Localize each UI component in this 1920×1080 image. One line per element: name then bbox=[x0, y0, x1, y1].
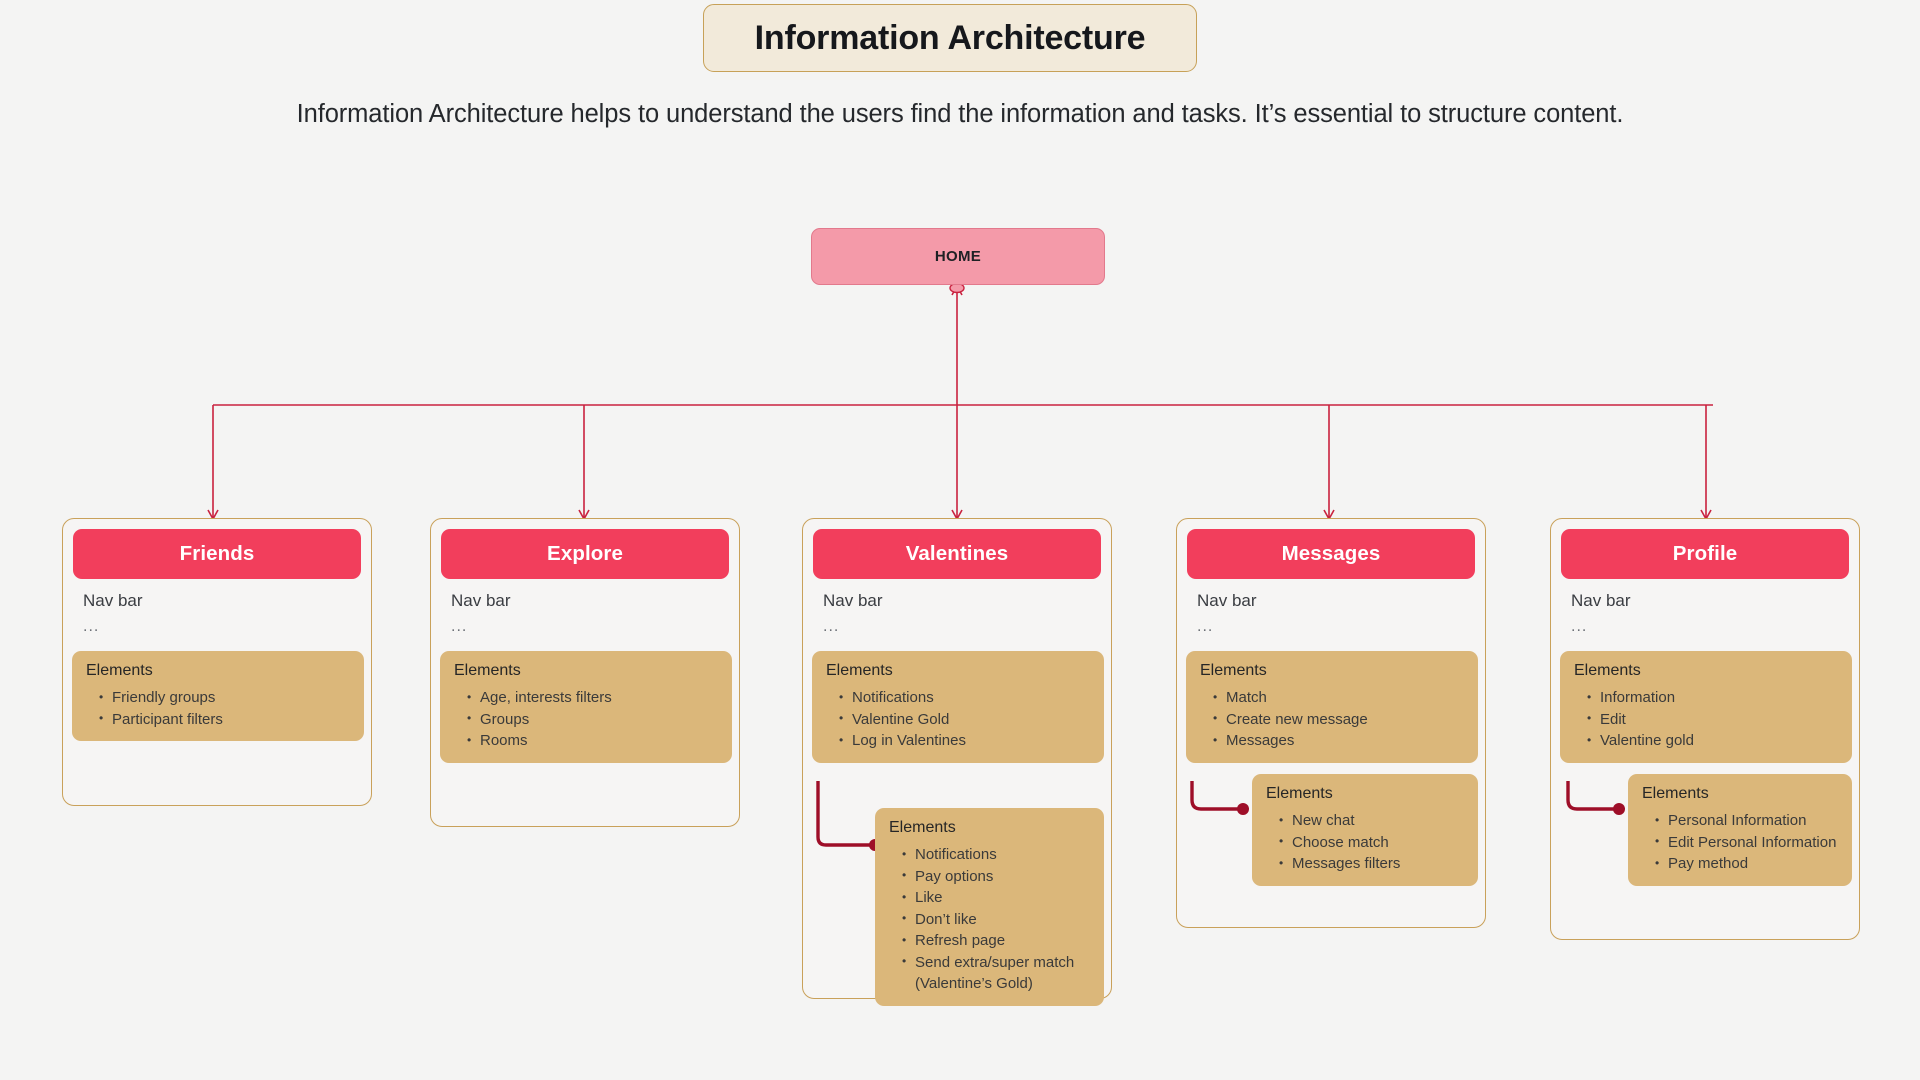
navbar-label: Nav bar bbox=[83, 591, 143, 610]
ellipsis-label: ... bbox=[823, 618, 840, 635]
elements-panel: Elements Age, interests filters Groups R… bbox=[440, 651, 732, 763]
list-item: Messages bbox=[1213, 730, 1478, 752]
list-item: Messages filters bbox=[1279, 853, 1478, 875]
list-item: Edit bbox=[1587, 708, 1852, 731]
elements-panel-title: Elements bbox=[1200, 662, 1267, 679]
page-title-box: Information Architecture bbox=[703, 4, 1197, 72]
elements-list: Information Edit Valentine gold bbox=[1560, 687, 1852, 752]
elements-list: Age, interests filters Groups Rooms bbox=[440, 687, 732, 752]
list-item: Refresh page bbox=[902, 930, 1104, 952]
elements-panel: Elements Information Edit Valentine gold bbox=[1560, 651, 1852, 763]
list-item: Like bbox=[902, 887, 1104, 909]
card-title: Friends bbox=[179, 542, 255, 565]
sub-elements-panel-title: Elements bbox=[1266, 785, 1333, 802]
elements-panel: Elements Match Create new message Messag… bbox=[1186, 651, 1478, 763]
list-item: Choose match bbox=[1279, 831, 1478, 854]
card-header-valentines[interactable]: Valentines bbox=[813, 529, 1101, 579]
page-card-friends[interactable]: Friends Nav bar ... Elements Friendly gr… bbox=[62, 518, 372, 806]
list-item: Valentine gold bbox=[1587, 730, 1852, 752]
card-title: Valentines bbox=[905, 542, 1009, 565]
list-item: Send extra/super match (Valentine’s Gold… bbox=[902, 951, 1104, 995]
list-item: Rooms bbox=[467, 730, 732, 752]
sub-elements-list: Notifications Pay options Like Don’t lik… bbox=[875, 844, 1104, 995]
sub-elements-list: New chat Choose match Messages filters bbox=[1252, 810, 1478, 875]
elements-list: Notifications Valentine Gold Log in Vale… bbox=[812, 687, 1104, 752]
list-item: Don’t like bbox=[902, 908, 1104, 931]
list-item: Groups bbox=[467, 708, 732, 731]
ellipsis-label: ... bbox=[83, 618, 100, 635]
sub-elements-panel-title: Elements bbox=[1642, 785, 1709, 802]
elements-panel: Elements Friendly groups Participant fil… bbox=[72, 651, 364, 741]
sub-elements-panel-title: Elements bbox=[889, 819, 956, 836]
card-title: Profile bbox=[1672, 542, 1738, 565]
card-header-friends[interactable]: Friends bbox=[73, 529, 361, 579]
elements-panel-title: Elements bbox=[454, 662, 521, 679]
list-item: Edit Personal Information bbox=[1655, 831, 1852, 854]
home-node[interactable]: HOME bbox=[811, 228, 1105, 285]
list-item: Match bbox=[1213, 687, 1478, 709]
navbar-label: Nav bar bbox=[451, 591, 511, 610]
list-item: Notifications bbox=[902, 844, 1104, 866]
elements-list: Match Create new message Messages bbox=[1186, 687, 1478, 752]
sub-elements-panel: Elements Notifications Pay options Like … bbox=[875, 808, 1104, 1006]
page-title: Information Architecture bbox=[754, 18, 1146, 57]
list-item: New chat bbox=[1279, 810, 1478, 832]
page-subtitle: Information Architecture helps to unders… bbox=[296, 100, 1624, 128]
elements-panel-title: Elements bbox=[86, 662, 153, 679]
navbar-label: Nav bar bbox=[1197, 591, 1257, 610]
navbar-label: Nav bar bbox=[1571, 591, 1631, 610]
navbar-label: Nav bar bbox=[823, 591, 883, 610]
elements-list: Friendly groups Participant filters bbox=[72, 687, 364, 730]
page-card-messages[interactable]: Messages Nav bar ... Elements Match Crea… bbox=[1176, 518, 1486, 928]
ellipsis-label: ... bbox=[1571, 618, 1588, 635]
card-header-messages[interactable]: Messages bbox=[1187, 529, 1475, 579]
list-item: Information bbox=[1587, 687, 1852, 709]
sub-elements-panel: Elements Personal Information Edit Perso… bbox=[1628, 774, 1852, 886]
elements-panel-title: Elements bbox=[826, 662, 893, 679]
page-card-valentines[interactable]: Valentines Nav bar ... Elements Notifica… bbox=[802, 518, 1112, 1006]
list-item: Pay method bbox=[1655, 853, 1852, 875]
list-item: Notifications bbox=[839, 687, 1104, 709]
elements-panel: Elements Notifications Valentine Gold Lo… bbox=[812, 651, 1104, 763]
list-item: Age, interests filters bbox=[467, 687, 732, 709]
card-header-explore[interactable]: Explore bbox=[441, 529, 729, 579]
ellipsis-label: ... bbox=[1197, 618, 1214, 635]
ellipsis-label: ... bbox=[451, 618, 468, 635]
card-header-profile[interactable]: Profile bbox=[1561, 529, 1849, 579]
list-item: Log in Valentines bbox=[839, 730, 1104, 752]
list-item: Create new message bbox=[1213, 708, 1478, 731]
sub-elements-list: Personal Information Edit Personal Infor… bbox=[1628, 810, 1852, 875]
elements-panel-title: Elements bbox=[1574, 662, 1641, 679]
list-item: Friendly groups bbox=[99, 687, 364, 709]
list-item: Participant filters bbox=[99, 708, 364, 731]
list-item: Pay options bbox=[902, 865, 1104, 888]
home-node-label: HOME bbox=[934, 248, 982, 265]
card-title: Explore bbox=[547, 542, 623, 565]
page-card-profile[interactable]: Profile Nav bar ... Elements Information… bbox=[1550, 518, 1860, 940]
card-title: Messages bbox=[1281, 542, 1381, 565]
list-item: Personal Information bbox=[1655, 810, 1852, 832]
sub-elements-panel: Elements New chat Choose match Messages … bbox=[1252, 774, 1478, 886]
page-card-explore[interactable]: Explore Nav bar ... Elements Age, intere… bbox=[430, 518, 740, 827]
list-item: Valentine Gold bbox=[839, 708, 1104, 731]
